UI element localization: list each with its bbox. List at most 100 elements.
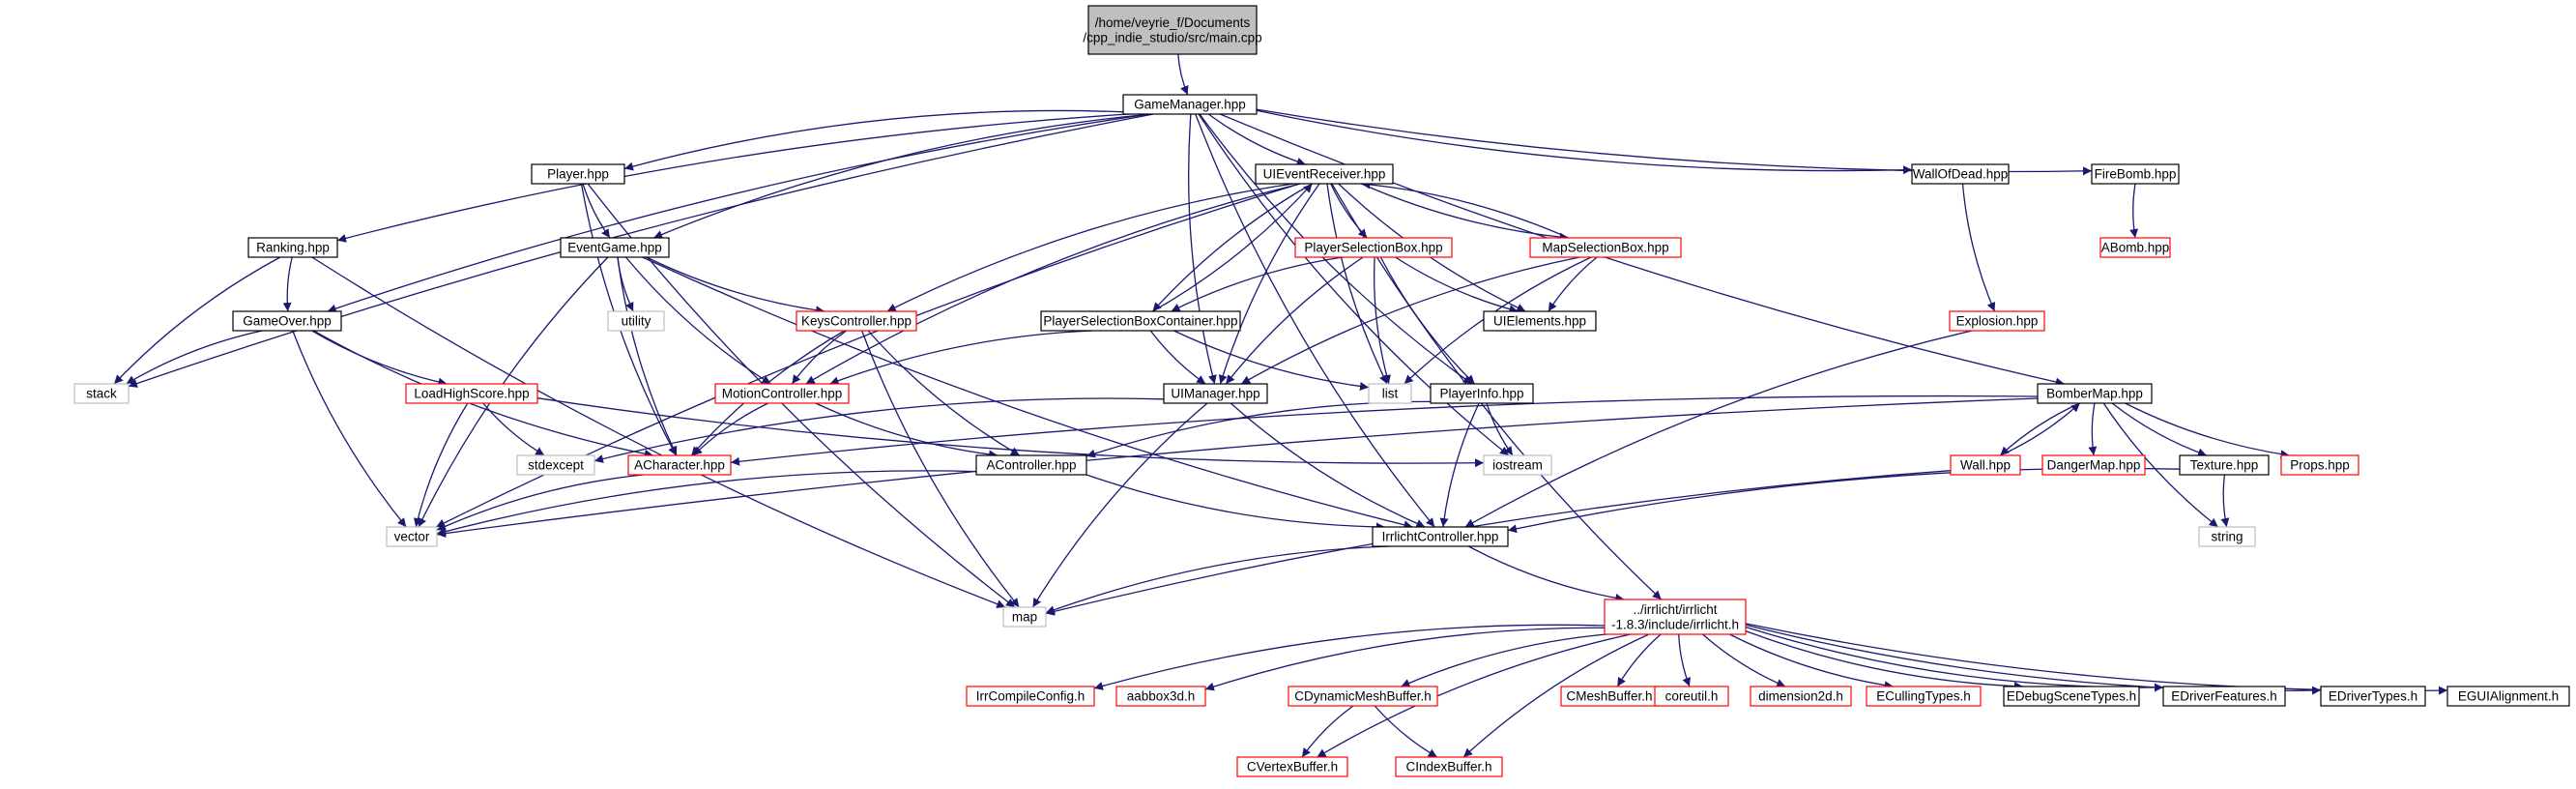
edge-gm-to-bombermap <box>1220 113 2065 387</box>
node-bombermap[interactable]: BomberMap.hpp <box>2037 383 2153 404</box>
node-box-cvertbuf <box>1236 756 1348 777</box>
edge-acharacter-to-vector <box>436 474 644 531</box>
node-label-loadhs: LoadHighScore.hpp <box>414 387 529 401</box>
edge-uier-to-motionctl <box>805 183 1301 385</box>
node-label-texture: Texture.hpp <box>2190 458 2259 473</box>
node-msbox[interactable]: MapSelectionBox.hpp <box>1529 237 1682 258</box>
node-map[interactable]: map <box>1002 606 1047 628</box>
node-ecull[interactable]: ECullingTypes.h <box>1866 686 1982 707</box>
node-edrvfeat[interactable]: EDriverFeatures.h <box>2162 686 2286 707</box>
node-label-psbc: PlayerSelectionBoxContainer.hpp <box>1043 314 1237 329</box>
edge-msbox-to-uielements <box>1548 256 1598 312</box>
node-vector[interactable]: vector <box>386 526 438 547</box>
node-cvertbuf[interactable]: CVertexBuffer.h <box>1236 756 1348 777</box>
node-edrvtypes[interactable]: EDriverTypes.h <box>2320 686 2426 707</box>
edge-gm-to-ranking <box>336 113 1130 243</box>
node-acontroller[interactable]: AController.hpp <box>975 454 1087 476</box>
edge-psbc-to-uier <box>1152 183 1313 312</box>
edge-gm-to-gameover <box>327 113 1150 313</box>
node-iostream[interactable]: iostream <box>1483 454 1552 476</box>
node-aabbox[interactable]: aabbox3d.h <box>1115 686 1206 707</box>
node-box-edrvfeat <box>2162 686 2286 707</box>
node-box-ranking <box>247 237 338 258</box>
edge-gameover-to-acharacter <box>312 330 653 458</box>
edge-irrlicht-to-aabbox <box>1204 627 1606 691</box>
node-motionctl[interactable]: MotionController.hpp <box>714 383 850 404</box>
node-playerinfo[interactable]: PlayerInfo.hpp <box>1430 383 1534 404</box>
node-label-vector: vector <box>394 530 430 544</box>
node-label-main-line-1: /home/veyrie_f/Documents <box>1095 15 1251 30</box>
node-label-irrctl: IrrlichtController.hpp <box>1382 530 1499 544</box>
node-cindexbuf[interactable]: CIndexBuffer.h <box>1395 756 1503 777</box>
node-utility[interactable]: utility <box>607 310 665 332</box>
node-wall[interactable]: Wall.hpp <box>1950 454 2021 476</box>
node-wod[interactable]: WallOfDead.hpp <box>1911 163 2010 185</box>
node-label-string: string <box>2211 530 2243 544</box>
node-uimanager[interactable]: UIManager.hpp <box>1163 383 1268 404</box>
node-uielements[interactable]: UIElements.hpp <box>1483 310 1597 332</box>
edge-uimanager-to-map <box>1031 402 1208 608</box>
node-coreutil[interactable]: coreutil.h <box>1654 686 1729 707</box>
node-gameover[interactable]: GameOver.hpp <box>232 310 342 332</box>
node-player[interactable]: Player.hpp <box>531 163 625 185</box>
node-cmeshbuf[interactable]: CMeshBuffer.h <box>1560 686 1659 707</box>
node-box-string <box>2198 526 2256 547</box>
node-firebomb[interactable]: FireBomb.hpp <box>2091 163 2180 185</box>
node-label-aabbox: aabbox3d.h <box>1127 689 1196 704</box>
node-uier[interactable]: UIEventReceiver.hpp <box>1255 163 1394 185</box>
edge-uier-to-uimanager <box>1218 183 1320 385</box>
node-stdexcept[interactable]: stdexcept <box>516 454 595 476</box>
node-eventgame[interactable]: EventGame.hpp <box>560 237 670 258</box>
edge-psbox-to-uimanager <box>1225 256 1364 385</box>
node-label-gm: GameManager.hpp <box>1134 98 1246 112</box>
node-explosion[interactable]: Explosion.hpp <box>1949 310 2045 332</box>
node-box-vector <box>386 526 438 547</box>
node-loadhs[interactable]: LoadHighScore.hpp <box>405 383 538 404</box>
node-main[interactable]: /home/veyrie_f/Documents/cpp_indie_studi… <box>1083 5 1262 55</box>
node-label-main-line-2: /cpp_indie_studio/src/main.cpp <box>1083 30 1261 44</box>
node-box-texture <box>2179 454 2270 476</box>
node-label-uielements: UIElements.hpp <box>1493 314 1586 329</box>
node-irrctl[interactable]: IrrlichtController.hpp <box>1372 526 1509 547</box>
node-irrlicht[interactable]: ../irrlicht/irrlicht-1.8.3/include/irrli… <box>1604 599 1747 635</box>
node-box-stack <box>73 383 130 404</box>
edge-psbox-to-playerinfo <box>1379 256 1476 385</box>
edge-cdmb-to-cindexbuf <box>1374 705 1438 758</box>
edge-ranking-to-gameover <box>282 256 293 312</box>
edge-loadhs-to-stdexcept <box>482 402 545 456</box>
node-acharacter[interactable]: ACharacter.hpp <box>627 454 732 476</box>
node-box-msbox <box>1529 237 1682 258</box>
node-list[interactable]: list <box>1368 383 1412 404</box>
node-box-edebug <box>2003 686 2140 707</box>
node-box-eguialign <box>2446 686 2570 707</box>
node-cdmb[interactable]: CDynamicMeshBuffer.h <box>1288 686 1438 707</box>
node-dim2d[interactable]: dimension2d.h <box>1750 686 1852 707</box>
node-eguialign[interactable]: EGUIAlignment.h <box>2446 686 2570 707</box>
edge-irrlicht-to-cmeshbuf <box>1616 633 1662 687</box>
node-box-acharacter <box>627 454 732 476</box>
node-props[interactable]: Props.hpp <box>2280 454 2359 476</box>
node-box-player <box>531 163 625 185</box>
node-label-ecull: ECullingTypes.h <box>1876 689 1971 704</box>
node-box-firebomb <box>2091 163 2180 185</box>
node-dangermap[interactable]: DangerMap.hpp <box>2041 454 2146 476</box>
node-psbox[interactable]: PlayerSelectionBox.hpp <box>1294 237 1453 258</box>
node-ranking[interactable]: Ranking.hpp <box>247 237 338 258</box>
node-string[interactable]: string <box>2198 526 2256 547</box>
edge-bombermap-to-string <box>2102 402 2219 528</box>
node-abomb[interactable]: ABomb.hpp <box>2099 237 2171 258</box>
node-box-wod <box>1911 163 2010 185</box>
edge-eventgame-to-irrctl <box>642 256 1413 530</box>
node-psbc[interactable]: PlayerSelectionBoxContainer.hpp <box>1040 310 1241 332</box>
node-edebug[interactable]: EDebugSceneTypes.h <box>2003 686 2140 707</box>
node-stack[interactable]: stack <box>73 383 130 404</box>
node-label-firebomb: FireBomb.hpp <box>2095 167 2177 182</box>
edge-bombermap-to-vector <box>436 397 2039 539</box>
node-irrcompile[interactable]: IrrCompileConfig.h <box>966 686 1095 707</box>
node-texture[interactable]: Texture.hpp <box>2179 454 2270 476</box>
node-box-utility <box>607 310 665 332</box>
node-gm[interactable]: GameManager.hpp <box>1122 94 1258 115</box>
node-keysctl[interactable]: KeysController.hpp <box>796 310 917 332</box>
edge-psbox-to-list <box>1374 256 1391 385</box>
node-label-coreutil: coreutil.h <box>1665 689 1719 704</box>
